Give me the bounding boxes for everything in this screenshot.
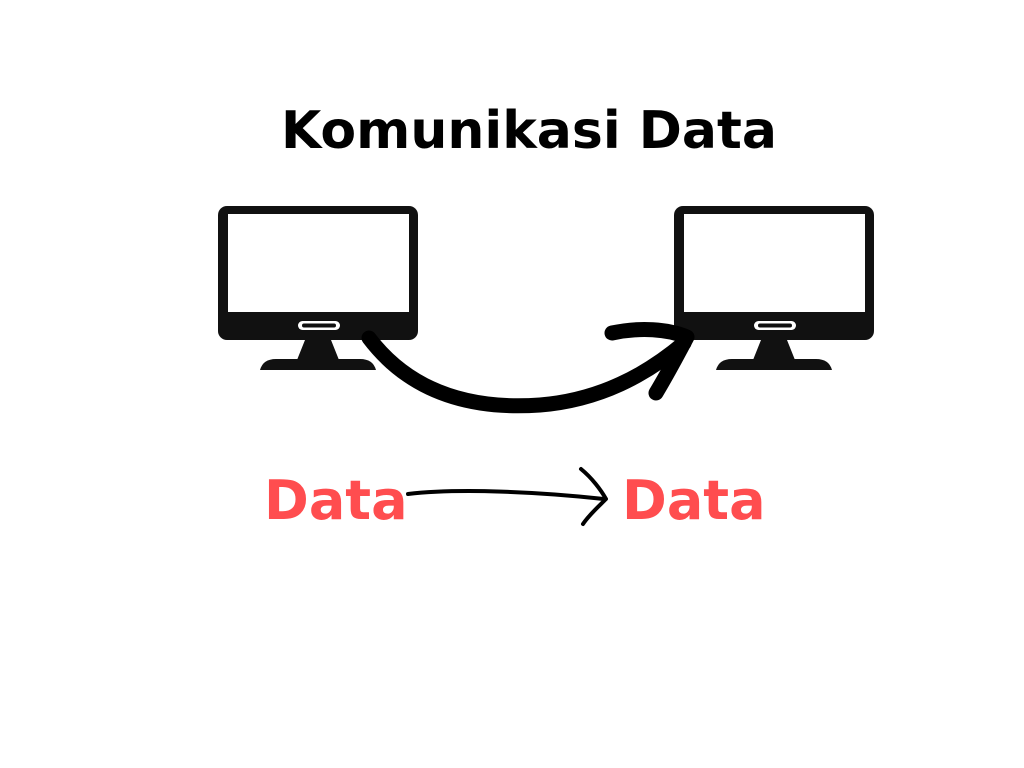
source-data-label: Data (264, 469, 408, 532)
target-data-label: Data (622, 469, 766, 532)
arrow-right-icon (406, 467, 608, 526)
receiver-monitor-icon (674, 206, 874, 370)
sender-monitor-icon (218, 206, 418, 370)
page-title: Komunikasi Data (281, 101, 777, 161)
curved-arrow-icon (361, 322, 695, 414)
